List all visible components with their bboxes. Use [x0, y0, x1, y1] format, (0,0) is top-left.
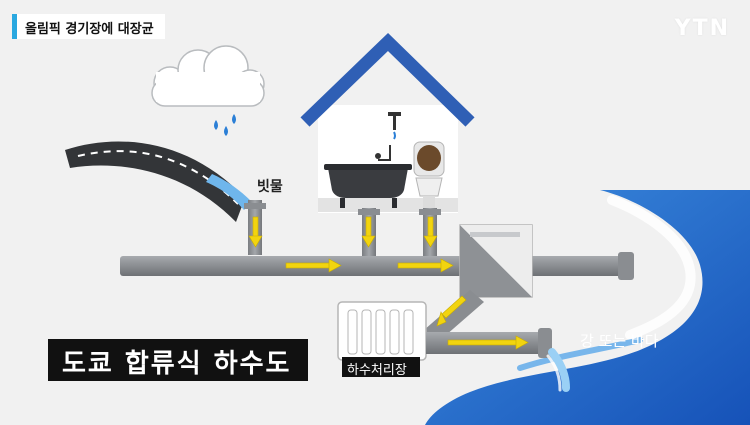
diagram-title-box: 도쿄 합류식 하수도: [48, 339, 308, 381]
topic-banner: 올림픽 경기장에 대장균: [12, 14, 165, 39]
river-or-sea-label: 강 또는 바다: [580, 332, 659, 350]
raindrop-icon: [214, 114, 236, 136]
treatment-plant-label-box: 하수처리장: [342, 357, 420, 378]
flow-arrow-icon: [248, 216, 529, 350]
faucet-icon: [375, 112, 401, 161]
bathtub-icon: [324, 164, 412, 208]
road-icon: [65, 141, 252, 222]
topic-banner-text: 올림픽 경기장에 대장균: [25, 22, 154, 37]
rainwater-label: 빗물: [257, 179, 283, 195]
pipe-icon: [120, 252, 634, 280]
treatment-plant-label: 하수처리장: [347, 363, 407, 378]
overflow-chamber-icon: [459, 224, 533, 298]
pipe-icon: [424, 290, 484, 342]
river-icon: [425, 190, 750, 425]
treatment-plant-icon: [337, 301, 427, 361]
cloud-icon: [151, 45, 265, 107]
toilet-icon: [413, 141, 445, 208]
diagram-title: 도쿄 합류식 하수도: [62, 349, 292, 379]
broadcaster-logo: YTN: [674, 16, 730, 41]
